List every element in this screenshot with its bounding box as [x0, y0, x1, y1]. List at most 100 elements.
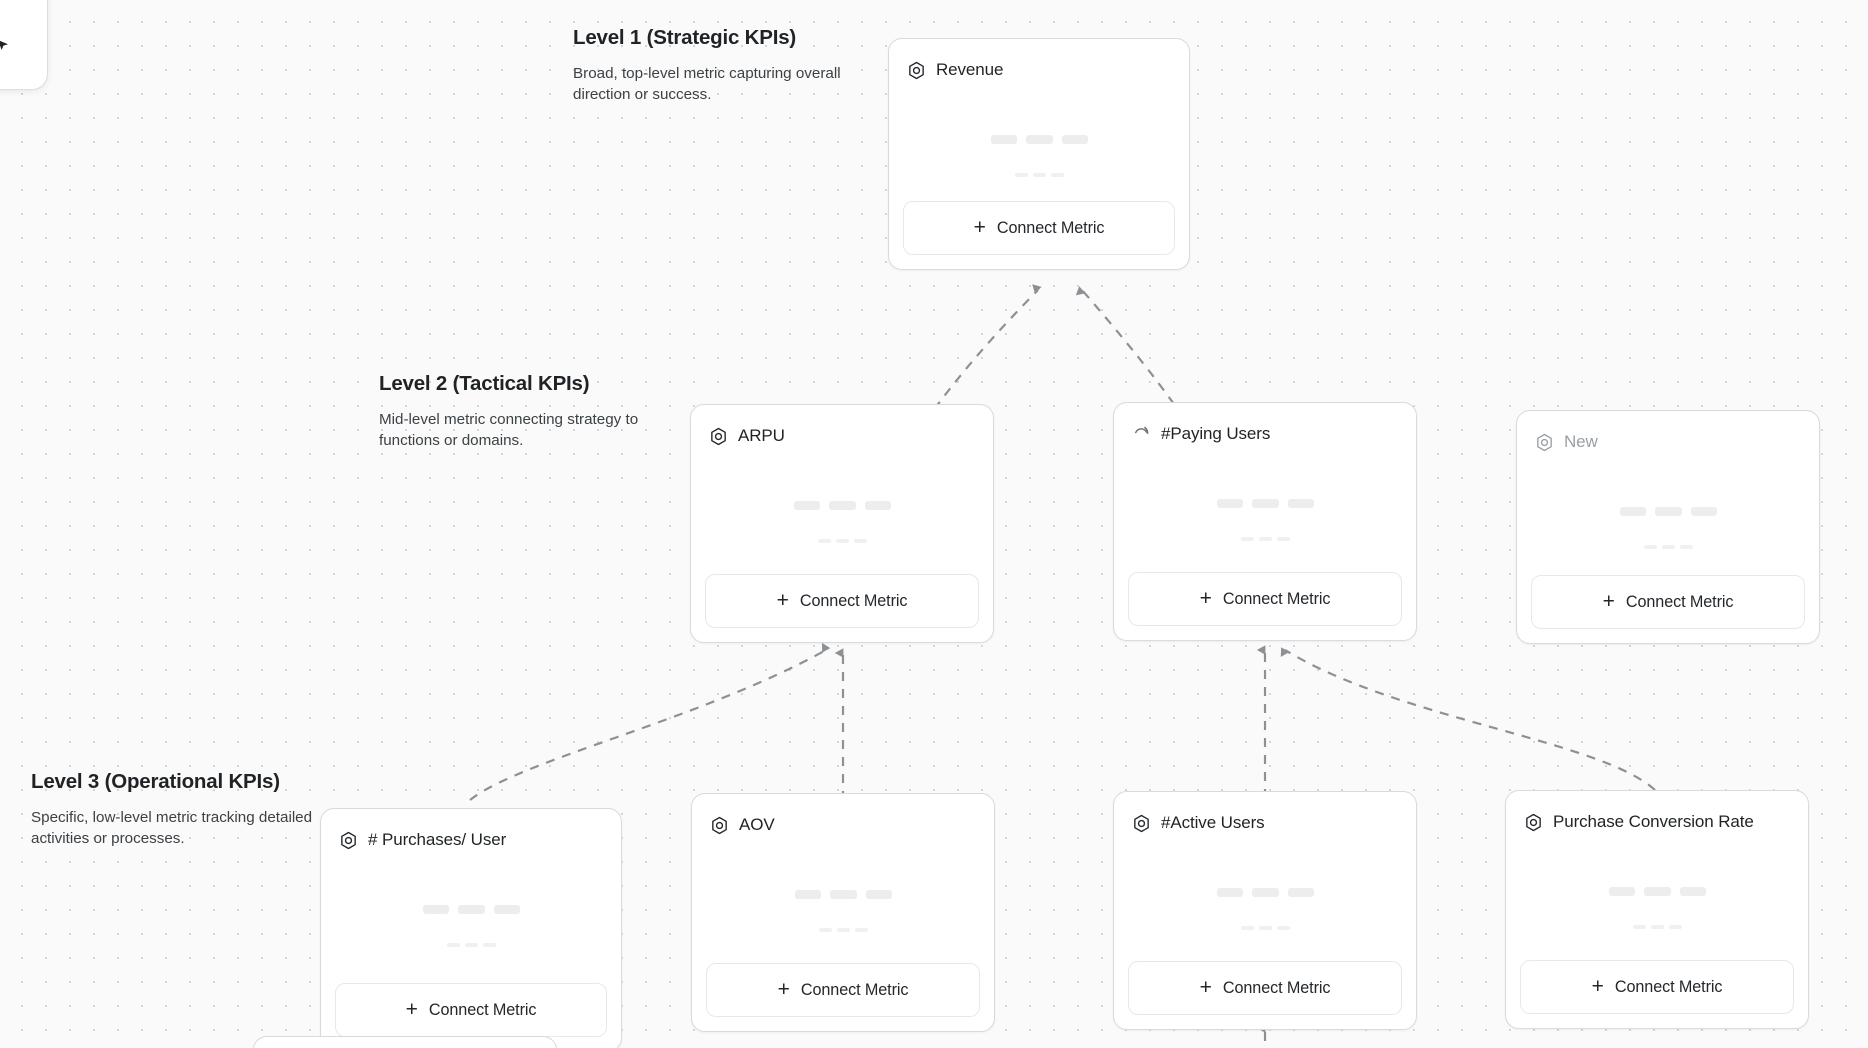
- skeleton-bar: [1061, 135, 1088, 144]
- card-title-purchases-per-user: # Purchases/ User: [368, 830, 507, 849]
- skeleton-primary: [321, 905, 621, 914]
- card-title-new: New: [1564, 432, 1598, 451]
- connect-metric-button-new[interactable]: + Connect Metric: [1531, 575, 1805, 629]
- skeleton-bar: [1661, 545, 1675, 549]
- skeleton-bar: [835, 539, 849, 543]
- connect-metric-button-purchases-per-user[interactable]: + Connect Metric: [335, 983, 607, 1037]
- skeleton-bar: [865, 890, 892, 899]
- skeleton-bar: [1050, 173, 1064, 177]
- skeleton-bar: [1287, 499, 1314, 508]
- level-2-description: Mid-level metric connecting strategy to …: [379, 410, 639, 450]
- skeleton-bar: [464, 943, 478, 947]
- card-body-new: [1517, 457, 1819, 575]
- skeleton-bar: [1650, 925, 1664, 929]
- skeleton-primary: [889, 135, 1189, 144]
- skeleton-primary: [1506, 887, 1808, 896]
- card-body-revenue: [889, 85, 1189, 201]
- skeleton-bar: [1251, 888, 1279, 897]
- connect-metric-label: Connect Metric: [1222, 978, 1331, 997]
- skeleton-primary: [692, 890, 994, 899]
- skeleton-bar: [1014, 173, 1028, 177]
- skeleton-bar: [1258, 926, 1272, 930]
- plus-icon: +: [1199, 975, 1212, 999]
- skeleton-bar: [1643, 545, 1657, 549]
- card-title-revenue: Revenue: [936, 60, 1004, 79]
- metric-hexagon-icon: [1132, 814, 1151, 833]
- connect-metric-button-paying-users[interactable]: + Connect Metric: [1128, 572, 1402, 626]
- card-title-paying-users: #Paying Users: [1161, 424, 1271, 443]
- skeleton-bar: [990, 135, 1017, 144]
- connect-metric-label: Connect Metric: [996, 218, 1105, 237]
- skeleton-bar: [482, 943, 496, 947]
- plus-icon: +: [1591, 974, 1604, 998]
- connect-metric-button-arpu[interactable]: + Connect Metric: [705, 574, 979, 628]
- offscreen-card-top-left[interactable]: [0, 0, 48, 90]
- card-header-arpu: ARPU: [691, 405, 993, 451]
- level-2-title: Level 2 (Tactical KPIs): [379, 372, 590, 395]
- skeleton-primary: [1114, 499, 1416, 508]
- card-header-new: New: [1517, 411, 1819, 457]
- skeleton-bar: [817, 539, 831, 543]
- skeleton-bar: [1251, 499, 1279, 508]
- skeleton-bar: [836, 928, 850, 932]
- connect-metric-label: Connect Metric: [1625, 592, 1734, 611]
- skeleton-secondary: [692, 928, 994, 932]
- metric-card-purchase-conversion-rate[interactable]: Purchase Conversion Rate + Connect Metri…: [1505, 790, 1809, 1029]
- connect-metric-label: Connect Metric: [1614, 977, 1723, 996]
- skeleton-bar: [1632, 925, 1646, 929]
- skeleton-bar: [1240, 926, 1254, 930]
- connect-metric-button-active-users[interactable]: + Connect Metric: [1128, 961, 1402, 1015]
- metric-hexagon-icon: [710, 816, 729, 835]
- metric-card-purchases-per-user[interactable]: # Purchases/ User + Connect Metric: [320, 808, 622, 1048]
- skeleton-bar: [818, 928, 832, 932]
- skeleton-secondary: [321, 943, 621, 947]
- plus-icon: +: [776, 588, 789, 612]
- metric-card-arpu[interactable]: ARPU + Connect Metric: [690, 404, 994, 643]
- skeleton-primary: [691, 501, 993, 510]
- connect-metric-label: Connect Metric: [1222, 589, 1331, 608]
- card-body-arpu: [691, 451, 993, 574]
- card-header-paying-users: #Paying Users: [1114, 403, 1416, 449]
- skeleton-primary: [1114, 888, 1416, 897]
- metric-card-aov[interactable]: AOV + Connect Metric: [691, 793, 995, 1032]
- metric-card-active-users[interactable]: #Active Users + Connect Metric: [1113, 791, 1417, 1030]
- plus-icon: +: [405, 997, 418, 1021]
- level-2-block: Level 2 (Tactical KPIs) Mid-level metric…: [379, 372, 669, 452]
- level-3-block: Level 3 (Operational KPIs) Specific, low…: [31, 770, 331, 850]
- metric-card-revenue[interactable]: Revenue + Connect Metric: [888, 38, 1190, 270]
- card-body-purchases-per-user: [321, 855, 621, 983]
- skeleton-primary: [1517, 507, 1819, 516]
- skeleton-bar: [1619, 507, 1646, 516]
- plus-icon: +: [1199, 586, 1212, 610]
- skeleton-bar: [493, 905, 520, 914]
- skeleton-secondary: [1506, 925, 1808, 929]
- metric-hexagon-icon: [709, 427, 728, 446]
- plus-icon: +: [1602, 589, 1615, 613]
- connect-metric-button-revenue[interactable]: + Connect Metric: [903, 201, 1175, 255]
- skeleton-bar: [1608, 887, 1635, 896]
- card-header-active-users: #Active Users: [1114, 792, 1416, 838]
- plus-icon: +: [973, 215, 986, 239]
- metric-card-offscreen-bottom[interactable]: [253, 1036, 557, 1048]
- skeleton-bar: [1025, 135, 1053, 144]
- loading-spinner-icon: [1132, 425, 1151, 444]
- metric-card-new[interactable]: New + Connect Metric: [1516, 410, 1820, 644]
- card-title-active-users: #Active Users: [1161, 813, 1265, 832]
- skeleton-bar: [1276, 926, 1290, 930]
- connect-metric-button-purchase-conversion-rate[interactable]: + Connect Metric: [1520, 960, 1794, 1014]
- level-3-title: Level 3 (Operational KPIs): [31, 770, 280, 793]
- card-body-active-users: [1114, 838, 1416, 961]
- card-body-purchase-conversion-rate: [1506, 837, 1808, 960]
- level-1-title: Level 1 (Strategic KPIs): [573, 26, 797, 49]
- skeleton-secondary: [1114, 537, 1416, 541]
- skeleton-secondary: [889, 173, 1189, 177]
- skeleton-bar: [1287, 888, 1314, 897]
- skeleton-bar: [828, 501, 856, 510]
- connect-metric-button-aov[interactable]: + Connect Metric: [706, 963, 980, 1017]
- metric-card-paying-users[interactable]: #Paying Users + Connect Metric: [1113, 402, 1417, 641]
- card-header-purchases-per-user: # Purchases/ User: [321, 809, 621, 855]
- skeleton-bar: [864, 501, 891, 510]
- skeleton-bar: [1654, 507, 1682, 516]
- card-header-purchase-conversion-rate: Purchase Conversion Rate: [1506, 791, 1808, 837]
